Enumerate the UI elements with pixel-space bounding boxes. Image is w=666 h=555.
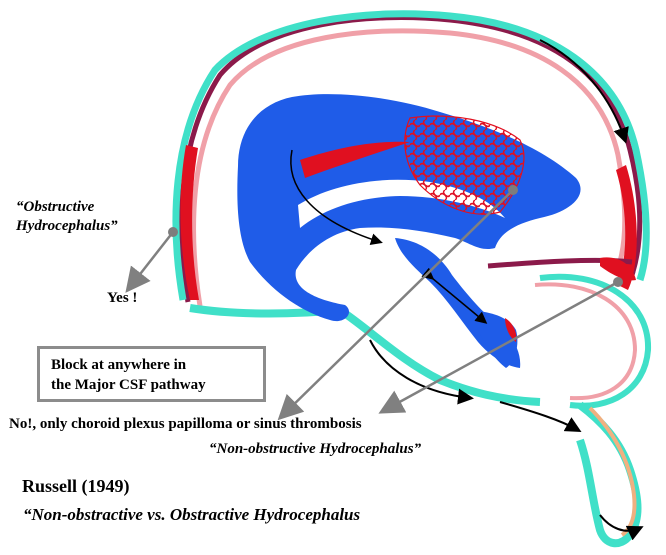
pointer-no-sinus: [385, 282, 618, 410]
pointer-dot-sinus: [613, 277, 623, 287]
non-obstructive-label: “Non-obstructive Hydrocephalus”: [209, 441, 421, 458]
pointer-dot-plexus: [508, 185, 518, 195]
ventricular-system: [237, 94, 580, 368]
russell-citation: Russell (1949): [22, 476, 130, 497]
flow-arrow-lower: [500, 402, 578, 430]
no-label: No!, only choroid plexus papilloma or si…: [9, 416, 362, 433]
block-box: Block at anywhere in the Major CSF pathw…: [37, 346, 266, 402]
posterior-fossa: [190, 277, 648, 543]
block-label: Block at anywhere in the Major CSF pathw…: [51, 355, 206, 395]
pointer-dot-obstructive: [168, 227, 178, 237]
block-line1: Block at anywhere in: [51, 355, 206, 375]
block-line2: the Major CSF pathway: [51, 375, 206, 395]
yes-label: Yes !: [107, 290, 137, 307]
pointer-yes: [130, 232, 173, 287]
comparison-title: “Non-obstractive vs. Obstractive Hydroce…: [23, 505, 360, 525]
obstructive-line2: Hydrocephalus”: [16, 217, 118, 236]
obstructive-label: “Obstructive Hydrocephalus”: [16, 198, 118, 236]
obstructive-line1: “Obstructive: [16, 198, 118, 217]
